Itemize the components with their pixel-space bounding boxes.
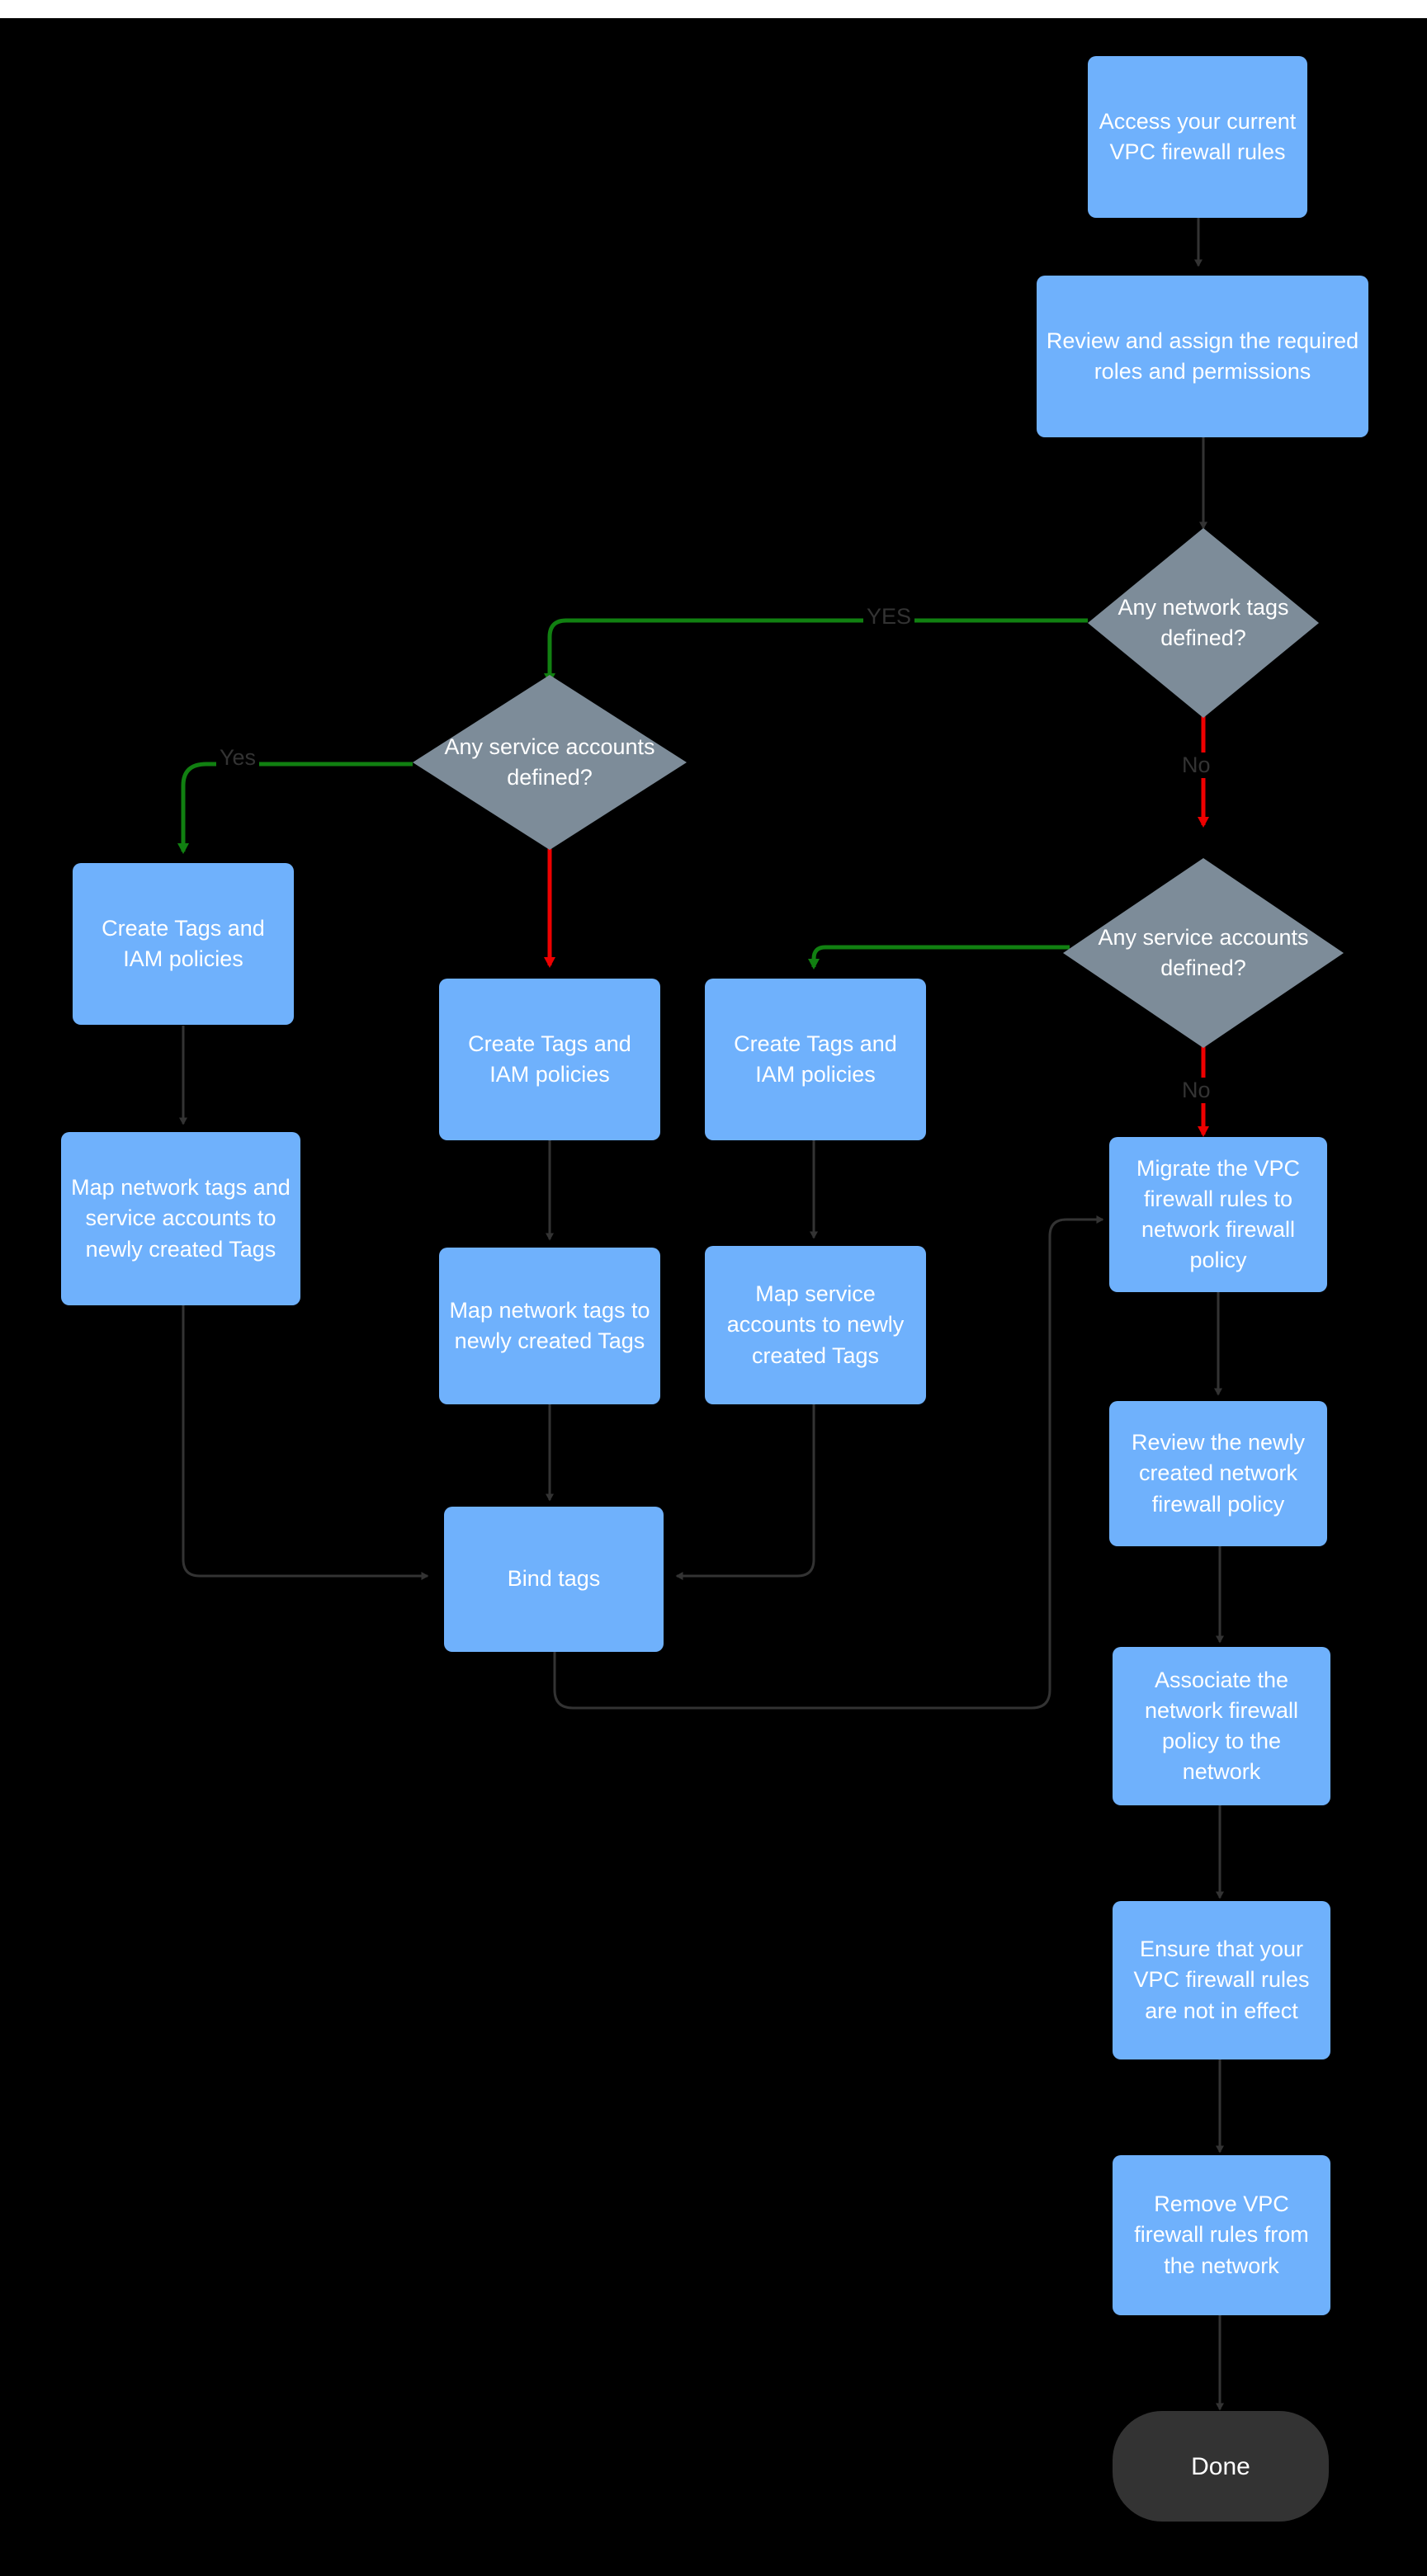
node-bind-tags[interactable]: Bind tags: [444, 1507, 664, 1652]
node-review-policy[interactable]: Review the newly created network firewal…: [1109, 1401, 1327, 1546]
edge-mapboth-to-bind: [182, 1304, 429, 1580]
node-map-both[interactable]: Map network tags and service accounts to…: [61, 1132, 300, 1305]
node-label: Done: [1191, 2452, 1250, 2480]
node-label: Create Tags and IAM policies: [468, 1031, 631, 1087]
node-q-network-tags[interactable]: Any network tags defined?: [1088, 528, 1319, 718]
node-associate-policy[interactable]: Associate the network firewall policy to…: [1113, 1647, 1330, 1805]
edge-qsal-yes: [177, 762, 413, 854]
node-label: Map network tags and service accounts to…: [71, 1175, 291, 1262]
node-label: Map network tags to newly created Tags: [449, 1297, 650, 1353]
node-map-network[interactable]: Map network tags to newly created Tags: [439, 1248, 660, 1404]
node-label: Bind tags: [507, 1566, 601, 1592]
node-label: Review the newly created network firewal…: [1131, 1430, 1306, 1517]
node-label: Associate the network firewall policy to…: [1144, 1667, 1299, 1785]
node-done[interactable]: Done: [1113, 2411, 1329, 2522]
node-label: Review and assign the required roles and…: [1046, 328, 1359, 384]
node-remove-rules[interactable]: Remove VPC firewall rules from the netwo…: [1113, 2155, 1330, 2315]
edge-qtags-yes: [544, 618, 1088, 684]
node-create-tags-mid[interactable]: Create Tags and IAM policies: [439, 979, 660, 1140]
edge-label-yes-lower-left: Yes: [216, 745, 260, 771]
node-label: Any network tags defined?: [1118, 594, 1289, 650]
node-label: Remove VPC firewall rules from the netwo…: [1134, 2191, 1309, 2278]
node-create-tags-left[interactable]: Create Tags and IAM policies: [73, 863, 294, 1025]
node-label: Ensure that your VPC firewall rules are …: [1133, 1937, 1310, 2023]
edge-label-no-upper: No: [1179, 753, 1214, 778]
edge-label-yes-upper: YES: [863, 604, 915, 630]
node-label: Map service accounts to newly created Ta…: [726, 1281, 905, 1368]
node-label: Any service accounts defined?: [1098, 924, 1309, 980]
edge-label-no-lower-right: No: [1179, 1078, 1214, 1103]
node-access-rules[interactable]: Access your current VPC firewall rules: [1088, 56, 1307, 218]
node-label: Create Tags and IAM policies: [734, 1031, 897, 1087]
node-q-service-accounts-left[interactable]: Any service accounts defined?: [413, 675, 687, 850]
node-review-roles[interactable]: Review and assign the required roles and…: [1037, 276, 1368, 437]
node-label: Access your current VPC firewall rules: [1099, 108, 1297, 164]
edge-mapservice-to-bind: [675, 1403, 815, 1580]
node-ensure-not-effect[interactable]: Ensure that your VPC firewall rules are …: [1113, 1901, 1330, 2059]
node-q-service-accounts-right[interactable]: Any service accounts defined?: [1063, 858, 1344, 1048]
node-migrate-rules[interactable]: Migrate the VPC firewall rules to networ…: [1109, 1137, 1327, 1292]
node-label: Any service accounts defined?: [444, 734, 655, 790]
edge-qsar-yes: [808, 945, 1070, 970]
node-map-service[interactable]: Map service accounts to newly created Ta…: [705, 1246, 926, 1404]
node-create-tags-right[interactable]: Create Tags and IAM policies: [705, 979, 926, 1140]
node-label: Create Tags and IAM policies: [102, 915, 265, 971]
node-label: Migrate the VPC firewall rules to networ…: [1136, 1155, 1301, 1273]
top-white-strip: [0, 0, 1427, 18]
